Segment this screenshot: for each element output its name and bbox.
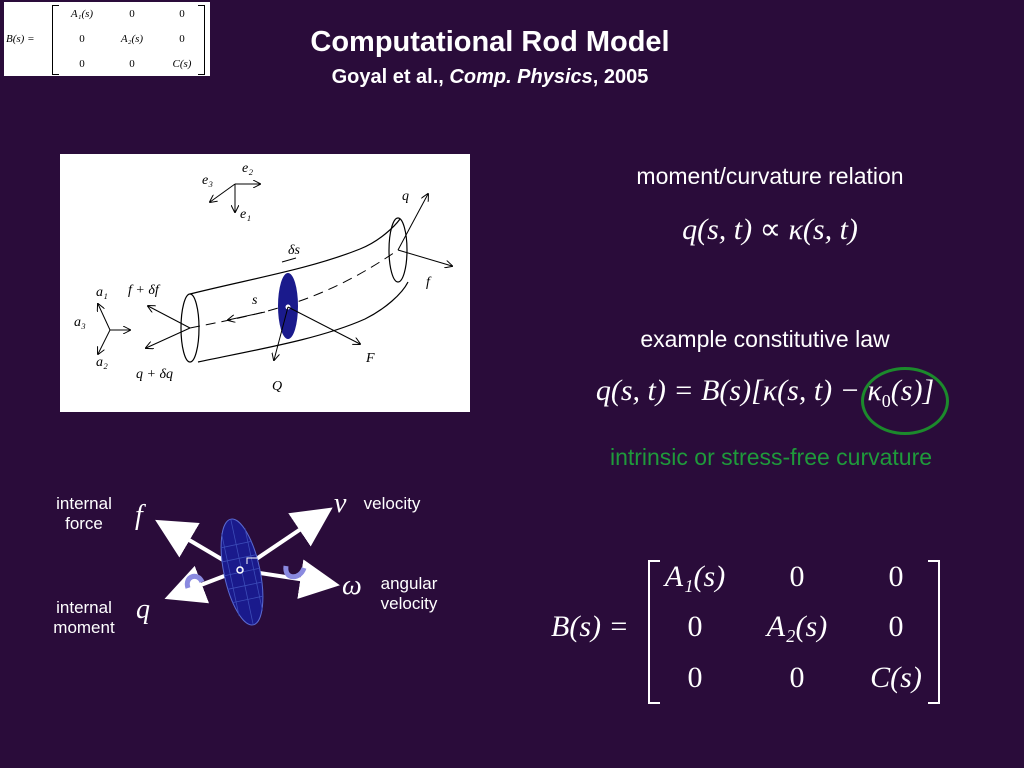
thumb-matrix-lhs: B(s) = (6, 33, 35, 45)
big-matrix-cell: 0 (687, 610, 703, 643)
rod-label-Q: Q (272, 379, 282, 394)
rod-label-f: f (426, 275, 432, 290)
eq1-lhs: q(s, t) (682, 213, 753, 246)
big-matrix-left-bracket (648, 560, 660, 704)
subtitle-year: , 2005 (592, 66, 649, 88)
rod-label-e2: e₂ (242, 161, 253, 176)
thumb-cell: 0 (179, 33, 185, 45)
symbol-v: v (334, 488, 347, 519)
intrinsic-curvature-highlight (861, 367, 949, 435)
cross-section-diagram (155, 507, 340, 626)
big-matrix-right-bracket (928, 560, 940, 704)
rod-label-delta-s: δs (288, 243, 301, 258)
symbol-f: f (135, 500, 143, 531)
rod-label-e3: e₃ (202, 173, 213, 188)
rod-label-q-delta-q: q + δq (136, 367, 173, 382)
thumb-cell: 0 (129, 58, 135, 70)
thumb-cell: 0 (129, 8, 135, 20)
thumb-cell: 0 (179, 8, 185, 20)
thumb-cell: 0 (79, 58, 85, 70)
angular-velocity-label: angular velocity (380, 574, 438, 613)
rod-label-a3: a₃ (74, 315, 86, 330)
big-matrix-cell: C(s) (870, 661, 922, 694)
rod-label-a1: a₁ (96, 285, 108, 300)
rod-label-s: s (252, 293, 258, 308)
moment-curvature-equation: q(s, t) ∝ κ(s, t) (560, 212, 980, 247)
rod-label-F: F (365, 351, 375, 366)
intrinsic-curvature-label: intrinsic or stress-free curvature (609, 444, 933, 470)
slide-subtitle: Goyal et al., Comp. Physics, 2005 (0, 66, 980, 89)
big-matrix-cell: A₂(s) (766, 610, 828, 643)
thumb-right-bracket (198, 5, 205, 75)
angular-velocity-rotation-icon (283, 565, 307, 580)
eq1-rhs: κ(s, t) (788, 213, 858, 246)
big-matrix-cell: 0 (789, 560, 805, 593)
rod-label-f-delta-f: f + δf (128, 283, 161, 298)
rod-label-a2: a₂ (96, 355, 108, 370)
subtitle-authors: Goyal et al., (331, 66, 444, 88)
thumb-left-bracket (52, 5, 59, 75)
moment-rotation-icon (184, 573, 205, 589)
big-matrix-cell: 0 (789, 661, 805, 694)
constitutive-law-label: example constitutive law (640, 326, 890, 352)
big-matrix-cell: A₁(s) (664, 560, 726, 593)
rod-figure: e₃ e₂ e₁ q f δs s a₁ a₃ a₂ f + δf q + δq… (60, 154, 470, 412)
slide-title: Computational Rod Model (310, 26, 670, 58)
rod-diagram: e₃ e₂ e₁ q f δs s a₁ a₃ a₂ f + δf q + δq… (74, 161, 470, 394)
symbol-omega: ω (342, 570, 362, 601)
thumb-cell: A₂(s) (120, 33, 144, 45)
moment-curvature-label: moment/curvature relation (636, 163, 904, 189)
big-matrix-cell: 0 (888, 560, 904, 593)
rod-label-q: q (402, 189, 409, 204)
internal-force-label: internal force (56, 494, 112, 533)
thumb-cell: C(s) (172, 58, 192, 70)
internal-moment-label: internal moment (53, 598, 115, 637)
symbol-q: q (136, 594, 150, 625)
thumb-cell: A₁(s) (70, 8, 94, 20)
big-matrix-cell: 0 (687, 661, 703, 694)
subtitle-journal: Comp. Physics (449, 66, 593, 88)
rod-label-e1: e₁ (240, 207, 251, 222)
thumbnail-matrix: B(s) = A₁(s) 0 0 0 A₂(s) 0 0 0 C(s) (4, 2, 210, 76)
big-matrix-lhs: B(s) = (551, 610, 629, 643)
thumb-cell: 0 (79, 33, 85, 45)
big-matrix-cell: 0 (888, 610, 904, 643)
eq2-main: q(s, t) = B(s)[κ(s, t) − (595, 374, 860, 407)
velocity-label: velocity (363, 494, 421, 513)
eq1-proportional: ∝ (759, 213, 782, 246)
